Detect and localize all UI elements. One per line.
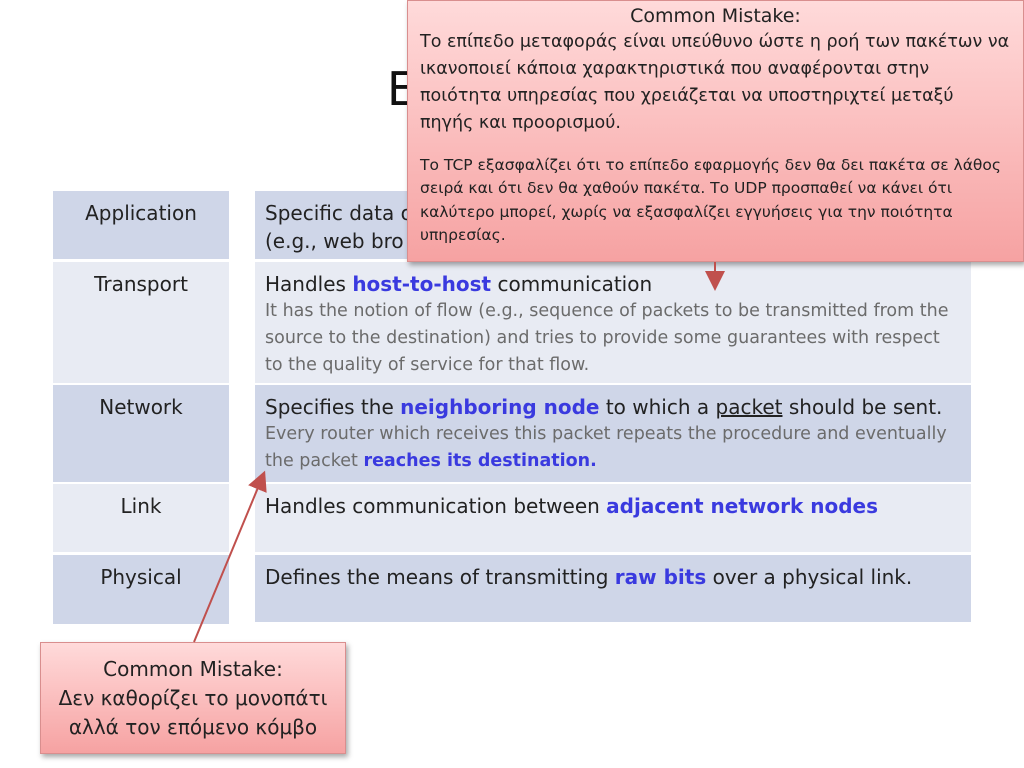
layer-network: Network (53, 385, 229, 482)
callout-line-2: αλλά τον επόμενο κόμβο (68, 715, 318, 739)
layer-link: Link (53, 484, 229, 552)
text: to which a (599, 395, 716, 419)
desc-network-sub: Every router which receives this packet … (265, 421, 961, 475)
text: Specifies the (265, 395, 401, 419)
callout-paragraph-2: Το TCP εξασφαλίζει ότι το επίπεδο εφαρμο… (420, 155, 1001, 245)
desc-link: Handles communication between adjacent n… (255, 484, 971, 552)
text: should be sent. (782, 395, 943, 419)
callout-title: Common Mistake: (630, 5, 801, 27)
callout-title: Common Mistake: (103, 657, 283, 681)
highlight-neighboring-node: neighboring node (400, 395, 600, 419)
text: communication (491, 272, 653, 296)
desc-network: Specifies the neighboring node to which … (255, 385, 971, 482)
layer-label: Application (85, 201, 197, 225)
callout-network-mistake: Common Mistake: Δεν καθορίζει το μονοπάτ… (40, 642, 346, 754)
layer-transport: Transport (53, 262, 229, 383)
callout-transport-mistake: Common Mistake: Το επίπεδο μεταφοράς είν… (407, 0, 1024, 262)
desc-application-line1: Specific data o (265, 201, 413, 225)
desc-transport: Handles host-to-host communication It ha… (255, 262, 971, 383)
arrow-to-network (193, 470, 267, 643)
callout-line-1: Δεν καθορίζει το μονοπάτι (58, 686, 328, 710)
desc-link-main: Handles communication between adjacent n… (265, 492, 961, 520)
desc-transport-main: Handles host-to-host communication (265, 270, 961, 298)
layer-label: Transport (94, 272, 188, 296)
layer-label: Physical (100, 565, 182, 589)
packet-link[interactable]: packet (715, 395, 783, 419)
highlight-adjacent-nodes: adjacent network nodes (606, 494, 878, 518)
desc-physical-main: Defines the means of transmitting raw bi… (265, 563, 961, 591)
highlight-raw-bits: raw bits (614, 565, 707, 589)
desc-application-line2: (e.g., web bro (265, 229, 404, 253)
layer-label: Network (99, 395, 183, 419)
layer-application: Application (53, 191, 229, 259)
callout-paragraph-1: Το επίπεδο μεταφοράς είναι υπεύθυνο ώστε… (420, 32, 1010, 134)
desc-network-main: Specifies the neighboring node to which … (265, 393, 961, 421)
highlight-host-to-host: host-to-host (352, 272, 492, 296)
text: Defines the means of transmitting (265, 565, 615, 589)
text: Handles (265, 272, 353, 296)
text: over a physical link. (706, 565, 913, 589)
layer-label: Link (120, 494, 162, 518)
text: Every router which receives this packet … (265, 424, 947, 472)
desc-physical: Defines the means of transmitting raw bi… (255, 555, 971, 622)
text: Handles communication between (265, 494, 607, 518)
layer-physical: Physical (53, 555, 229, 624)
desc-transport-sub: It has the notion of flow (e.g., sequenc… (265, 301, 949, 376)
highlight-reaches-destination: reaches its destination. (363, 451, 597, 472)
